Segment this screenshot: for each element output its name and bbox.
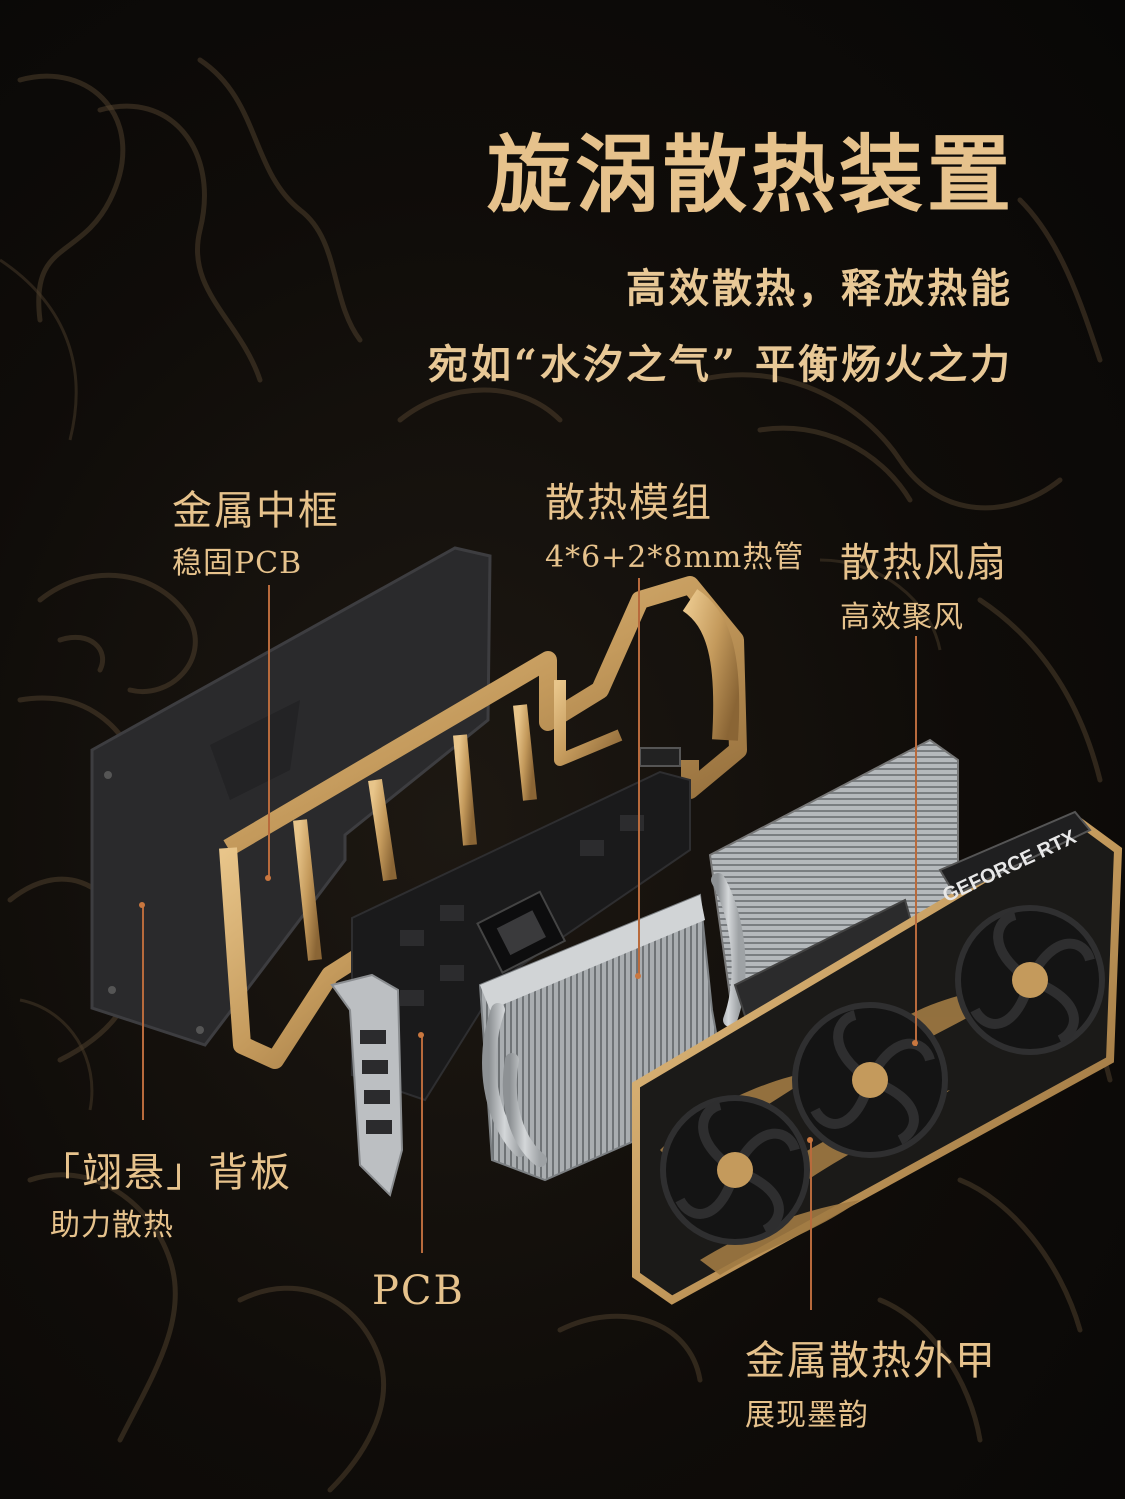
callout-backplate-title: 「翊悬」背板 — [40, 1150, 292, 1196]
fan-left — [660, 1095, 810, 1245]
leader-dot-backplate — [139, 902, 145, 908]
callout-heatsink-desc: 4*6+2*8mm热管 — [545, 540, 805, 575]
callout-backplate-desc: 助力散热 — [50, 1208, 174, 1243]
callout-shroud-desc: 展现墨韵 — [745, 1398, 869, 1433]
leader-line-fans — [915, 636, 917, 1046]
fan-hub-logo-icon — [1012, 962, 1048, 998]
leader-line-heatsink — [638, 578, 640, 978]
fan-hub-logo-icon — [852, 1062, 888, 1098]
subtitle-line-2: 宛如“水汐之气” 平衡炀火之力 — [428, 341, 1013, 388]
callout-heatsink-title: 散热模组 — [545, 480, 713, 526]
subtitle-line-1: 高效散热，释放热能 — [626, 265, 1013, 312]
callout-frame-desc: 稳固PCB — [172, 546, 303, 581]
backplate — [90, 546, 492, 1047]
leader-dot-pcb — [418, 1032, 424, 1038]
leader-line-shroud — [810, 1140, 812, 1310]
metal-shroud: GEFORCE RTX — [632, 810, 1123, 1305]
fan-hub-logo-icon — [717, 1152, 753, 1188]
page-title: 旋涡散热装置 — [486, 125, 1015, 224]
leader-line-backplate — [142, 905, 144, 1120]
fan-center — [792, 1002, 948, 1158]
leader-line-pcb — [421, 1035, 423, 1253]
fan-right — [955, 905, 1105, 1055]
pcb-board — [330, 747, 691, 1197]
callout-shroud-title: 金属散热外甲 — [745, 1338, 997, 1384]
callout-pcb-title: PCB — [372, 1268, 465, 1314]
callout-frame-title: 金属中框 — [172, 488, 340, 534]
leader-dot-heatsink — [635, 973, 641, 979]
callout-fans-title: 散热风扇 — [840, 540, 1008, 586]
leader-line-frame — [268, 585, 270, 880]
leader-dot-shroud — [807, 1137, 813, 1143]
leader-dot-frame — [265, 875, 271, 881]
leader-dot-fans — [912, 1040, 918, 1046]
callout-fans-desc: 高效聚风 — [840, 600, 964, 635]
